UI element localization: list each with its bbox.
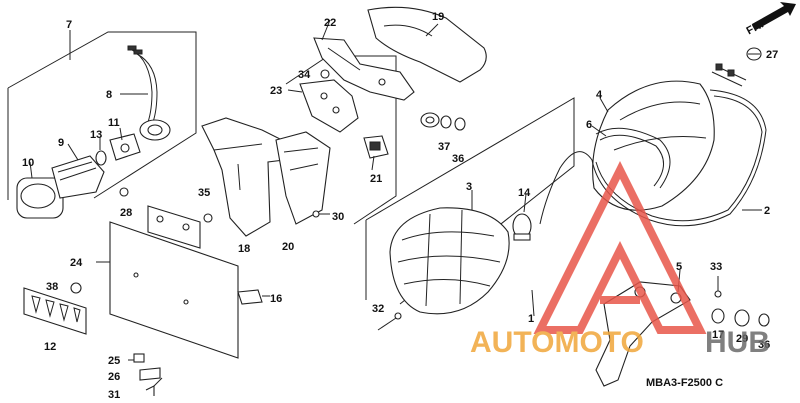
front-direction-arrow: FR. xyxy=(744,2,796,37)
label-7: 7 xyxy=(66,19,72,31)
watermark: AUTOMOTO HUB xyxy=(470,161,770,359)
parts-25-26-31-hardware xyxy=(133,353,163,396)
part-3-lens xyxy=(389,207,510,315)
label-9: 9 xyxy=(58,137,64,149)
label-29: 29 xyxy=(736,333,748,345)
watermark-word1: AUTOMOTO xyxy=(470,326,644,359)
part-18-fender xyxy=(201,117,291,237)
part-21-pad xyxy=(363,135,389,159)
label-12: 12 xyxy=(44,341,56,353)
label-37: 37 xyxy=(438,141,450,153)
part-34-nut xyxy=(320,69,330,79)
part-8-wire xyxy=(127,45,171,141)
label-26: 26 xyxy=(108,371,120,383)
label-24: 24 xyxy=(70,257,83,269)
label-32: 32 xyxy=(372,303,384,315)
part-24-plate xyxy=(109,205,239,359)
label-11: 11 xyxy=(108,117,120,129)
leader-lines xyxy=(29,19,762,361)
part-37-washer xyxy=(440,115,452,129)
part-12-reflector xyxy=(23,287,87,335)
label-10: 10 xyxy=(22,157,34,169)
part-36-nut xyxy=(454,117,466,131)
group-7-outline xyxy=(7,31,197,200)
watermark-triangle xyxy=(533,161,707,334)
label-13: 13 xyxy=(90,129,102,141)
part-15-grommet xyxy=(420,112,440,128)
part-20-panel xyxy=(275,131,331,225)
label-4: 4 xyxy=(596,89,603,101)
part-2-cable xyxy=(539,89,767,227)
label-14: 14 xyxy=(518,187,531,199)
part-13-bulb xyxy=(95,150,107,166)
part-labels: 7 8 9 10 11 13 28 24 38 12 25 26 31 16 3… xyxy=(22,11,778,401)
label-31: 31 xyxy=(108,389,120,401)
center-outline xyxy=(285,55,397,225)
part-14-bulb xyxy=(512,213,532,241)
label-6: 6 xyxy=(586,119,592,131)
label-30: 30 xyxy=(332,211,344,223)
part-32-screw xyxy=(377,312,402,331)
part-38-bolt xyxy=(70,282,82,294)
part-23-mount xyxy=(299,79,359,133)
label-19: 19 xyxy=(432,11,444,23)
label-16: 16 xyxy=(270,293,282,305)
part-36b-nut xyxy=(758,313,770,327)
label-3: 3 xyxy=(466,181,472,193)
label-1: 1 xyxy=(528,313,534,325)
label-23: 23 xyxy=(270,85,282,97)
label-17: 17 xyxy=(712,329,724,341)
part-35-grommet xyxy=(203,213,213,223)
label-35: 35 xyxy=(198,187,210,199)
label-22: 22 xyxy=(324,17,336,29)
label-21: 21 xyxy=(370,173,382,185)
label-36a: 36 xyxy=(452,153,464,165)
part-22-bracket xyxy=(313,37,415,101)
part-6-gasket xyxy=(595,127,671,189)
label-27: 27 xyxy=(766,49,778,61)
part-9-housing xyxy=(51,155,105,199)
part-33-bolt xyxy=(714,276,722,298)
label-18: 18 xyxy=(238,243,250,255)
part-28-screw xyxy=(119,187,129,197)
label-2: 2 xyxy=(764,205,770,217)
part-17-collar xyxy=(711,308,725,324)
label-25: 25 xyxy=(108,355,120,367)
label-8: 8 xyxy=(106,89,112,101)
label-20: 20 xyxy=(282,241,294,253)
part-30-screw xyxy=(312,210,330,218)
part-29-grommet xyxy=(734,309,750,327)
label-5: 5 xyxy=(676,261,682,273)
label-36b: 36 xyxy=(758,339,770,351)
label-33: 33 xyxy=(710,261,722,273)
part-10-lens xyxy=(16,177,64,219)
label-28: 28 xyxy=(120,207,132,219)
connector-leads xyxy=(711,63,747,87)
part-16-bracket xyxy=(237,289,263,305)
diagram-code: MBA3-F2500 C xyxy=(646,377,723,389)
part-11-socket xyxy=(109,133,141,161)
label-38: 38 xyxy=(46,281,58,293)
watermark-word2: HUB xyxy=(705,326,770,359)
label-34: 34 xyxy=(298,69,311,81)
